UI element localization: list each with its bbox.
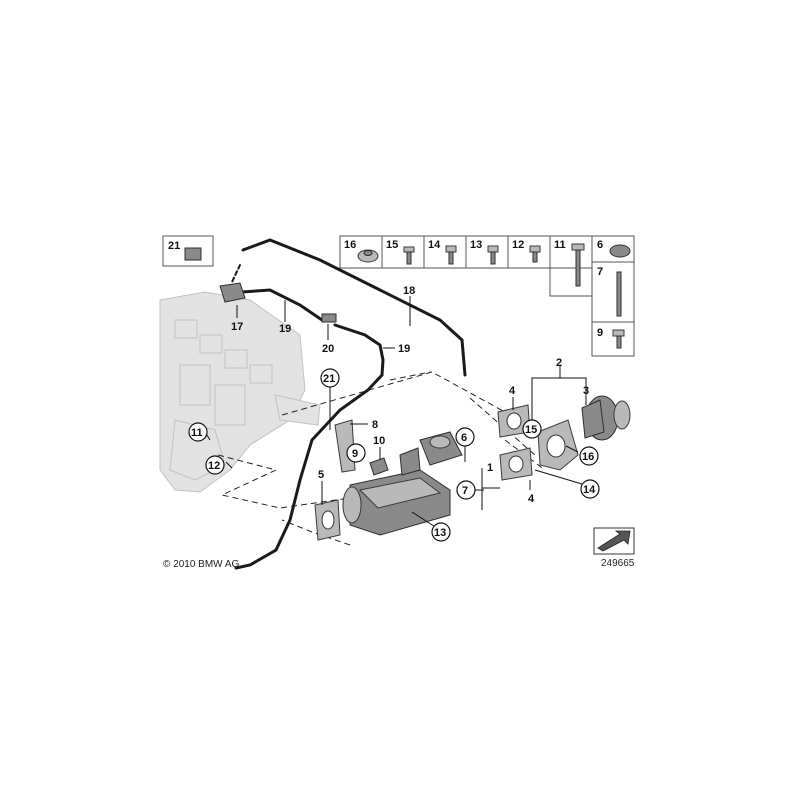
callout-labels: 17 19 20 18 19 21 8 9 10 11 12 5 13 6: [188, 285, 600, 542]
callout-12: 12: [205, 455, 225, 475]
callout-14: 14: [580, 479, 600, 499]
callout-13: 13: [431, 522, 451, 542]
callout-20: 20: [322, 343, 334, 355]
box-number: 14: [428, 239, 441, 251]
hose-connector-20: [321, 313, 337, 323]
callout-8: 8: [372, 419, 378, 431]
view-direction-icon: [593, 527, 635, 555]
callout-19: 19: [398, 343, 410, 355]
svg-text:16: 16: [582, 451, 594, 463]
egr-cooler-part: [342, 431, 463, 536]
callout-3: 3: [583, 385, 589, 397]
callout-7: 7: [456, 480, 476, 500]
bolt-shank: [616, 335, 622, 349]
svg-text:12: 12: [208, 460, 220, 472]
screw-part-10: [369, 457, 389, 476]
hardware-box-21: 21: [162, 235, 214, 267]
egr-flange-part-2: [537, 419, 579, 471]
callout-15: 15: [522, 419, 542, 439]
callout-4: 4: [528, 493, 535, 505]
box-number: 16: [344, 239, 356, 251]
svg-text:6: 6: [461, 432, 467, 444]
gasket-part-4-upper: [497, 404, 531, 438]
callout-9: 9: [346, 443, 366, 463]
callout-21: 21: [320, 368, 340, 388]
callout-18: 18: [403, 285, 415, 297]
svg-text:11: 11: [191, 427, 203, 439]
stud-part: [616, 271, 622, 317]
svg-text:9: 9: [352, 448, 358, 460]
callout-17: 17: [231, 321, 243, 333]
bolt-part: [403, 246, 415, 265]
gasket-part-5: [314, 499, 341, 541]
box-number: 11: [554, 239, 566, 251]
bolt-part: [529, 245, 541, 263]
copyright-text: © 2010 BMW AG: [163, 559, 240, 570]
bolt-part: [487, 245, 499, 265]
box-number: 9: [597, 327, 603, 339]
vacuum-hose-19-upper: [240, 288, 385, 377]
svg-text:21: 21: [323, 373, 335, 385]
box-number: 6: [597, 239, 603, 251]
callout-1: 1: [487, 462, 493, 474]
bolt-part: [612, 329, 625, 337]
hardware-box-11: [549, 243, 593, 297]
seal-cap-part: [609, 244, 631, 258]
box-number: 21: [168, 240, 180, 252]
box-number: 15: [386, 239, 398, 251]
hardware-box-row: 16 15 14 13 12 11: [339, 235, 593, 269]
diagram-number: 249665: [601, 558, 635, 569]
bolt-part: [445, 245, 457, 265]
box-number: 12: [512, 239, 524, 251]
callout-4: 4: [509, 385, 516, 397]
callout-2: 2: [556, 357, 562, 369]
bolt-part: [571, 243, 585, 287]
nut-part: [357, 249, 379, 263]
electro-valve-17: [219, 264, 246, 303]
svg-text:14: 14: [583, 484, 596, 496]
clip-part: [184, 247, 202, 261]
callout-19: 19: [279, 323, 291, 335]
hardware-box-6: 6: [591, 235, 635, 263]
vacuum-hose-18: [241, 238, 467, 377]
svg-text:15: 15: [525, 424, 537, 436]
hardware-box-7: 7: [591, 261, 635, 323]
callout-11: 11: [188, 422, 208, 442]
callout-6: 6: [455, 427, 475, 447]
svg-text:13: 13: [434, 527, 446, 539]
box-number: 7: [597, 266, 603, 278]
vacuum-hose-19-long: [234, 373, 384, 570]
callout-16: 16: [579, 446, 599, 466]
box-number: 13: [470, 239, 482, 251]
gasket-part-4-lower: [499, 447, 533, 481]
egr-valve-part-3: [581, 395, 631, 441]
svg-text:7: 7: [462, 485, 468, 497]
callout-10: 10: [373, 435, 385, 447]
hardware-box-9: 9: [591, 321, 635, 357]
callout-5: 5: [318, 469, 324, 481]
